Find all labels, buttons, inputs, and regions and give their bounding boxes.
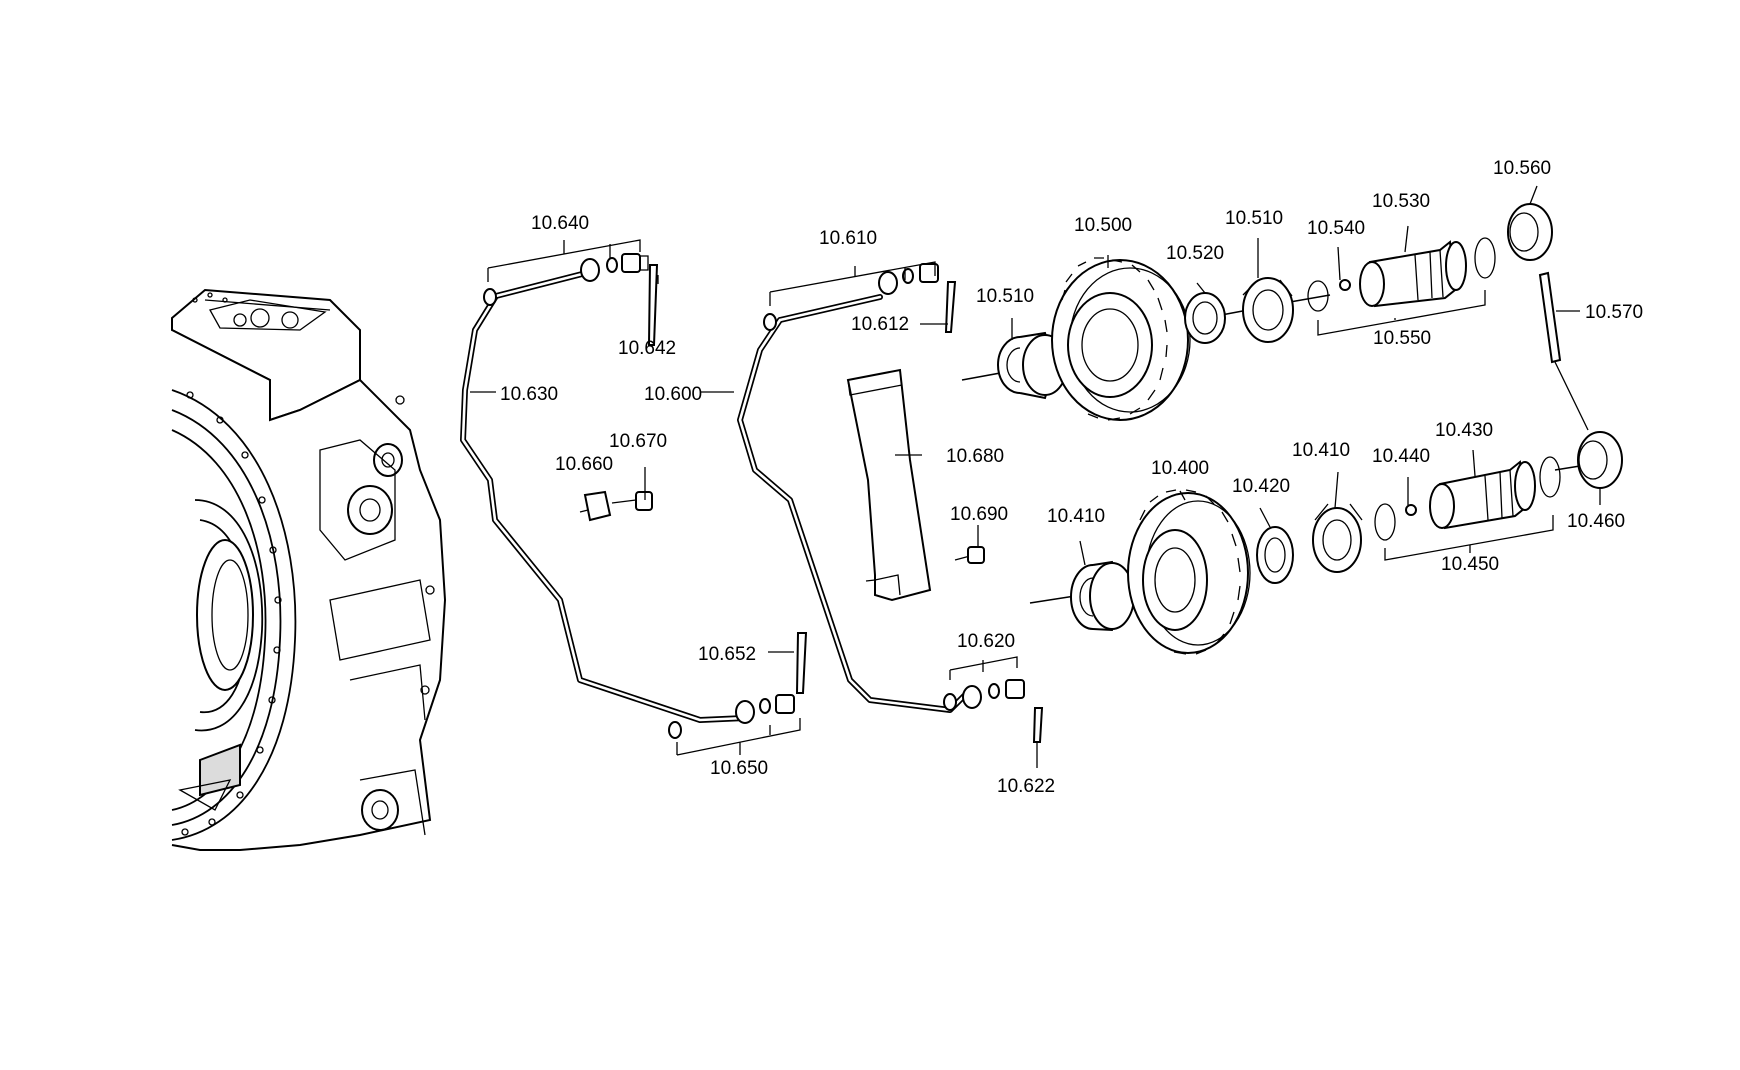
callout-10652: 10.652 [698,644,756,665]
callout-10520: 10.520 [1166,243,1224,264]
callout-10400: 10.400 [1151,458,1209,479]
callout-10510-upper-left: 10.510 [976,286,1034,307]
fitting-10640 [483,253,649,306]
callout-10620: 10.620 [957,631,1015,652]
callout-10510-upper-right: 10.510 [1225,208,1283,229]
callout-10630: 10.630 [500,384,558,405]
callout-10660: 10.660 [555,454,613,475]
piston-10430 [1429,460,1536,530]
callout-10560: 10.560 [1493,158,1551,179]
fitting-10620 [943,679,1025,711]
callout-10410-lower-right: 10.410 [1292,440,1350,461]
callout-10650: 10.650 [710,758,768,779]
callout-10500: 10.500 [1074,215,1132,236]
callout-10450: 10.450 [1441,554,1499,575]
callout-labels: 10.640 10.642 10.630 10.610 10.612 10.60… [500,158,1643,797]
bolt-10690 [954,546,985,564]
piston-10530 [1359,240,1467,308]
callout-10570: 10.570 [1585,302,1643,323]
callout-10612: 10.612 [851,314,909,335]
callout-10680: 10.680 [946,446,1004,467]
callout-10670: 10.670 [609,431,667,452]
housing-bolt-holes [181,391,282,836]
callout-10530: 10.530 [1372,191,1430,212]
callout-10642: 10.642 [618,338,676,359]
wedge-pins [647,264,1044,743]
shield-10680 [846,368,932,602]
callout-10410-lower-left: 10.410 [1047,506,1105,527]
pipe-10600 [737,294,968,713]
transmission-housing [171,288,447,851]
upper-shaft-assembly [961,203,1553,421]
callout-10430: 10.430 [1435,420,1493,441]
callout-10420: 10.420 [1232,476,1290,497]
gear-10500 [1051,257,1191,421]
lower-shaft-assembly [1029,431,1623,655]
callout-10460: 10.460 [1567,511,1625,532]
gear-10400 [1127,489,1251,655]
rod-10570 [1538,271,1589,431]
callout-10610: 10.610 [819,228,877,249]
callout-10622: 10.622 [997,776,1055,797]
pipe-10630 [460,269,748,723]
callout-10600: 10.600 [644,384,702,405]
leader-lines [470,185,1601,768]
callout-10440: 10.440 [1372,446,1430,467]
clip-bolt-10660 [579,490,653,522]
callout-10640: 10.640 [531,213,589,234]
callout-10540: 10.540 [1307,218,1365,239]
callout-10550: 10.550 [1373,328,1431,349]
fitting-10650 [668,694,795,739]
callout-10690: 10.690 [950,504,1008,525]
